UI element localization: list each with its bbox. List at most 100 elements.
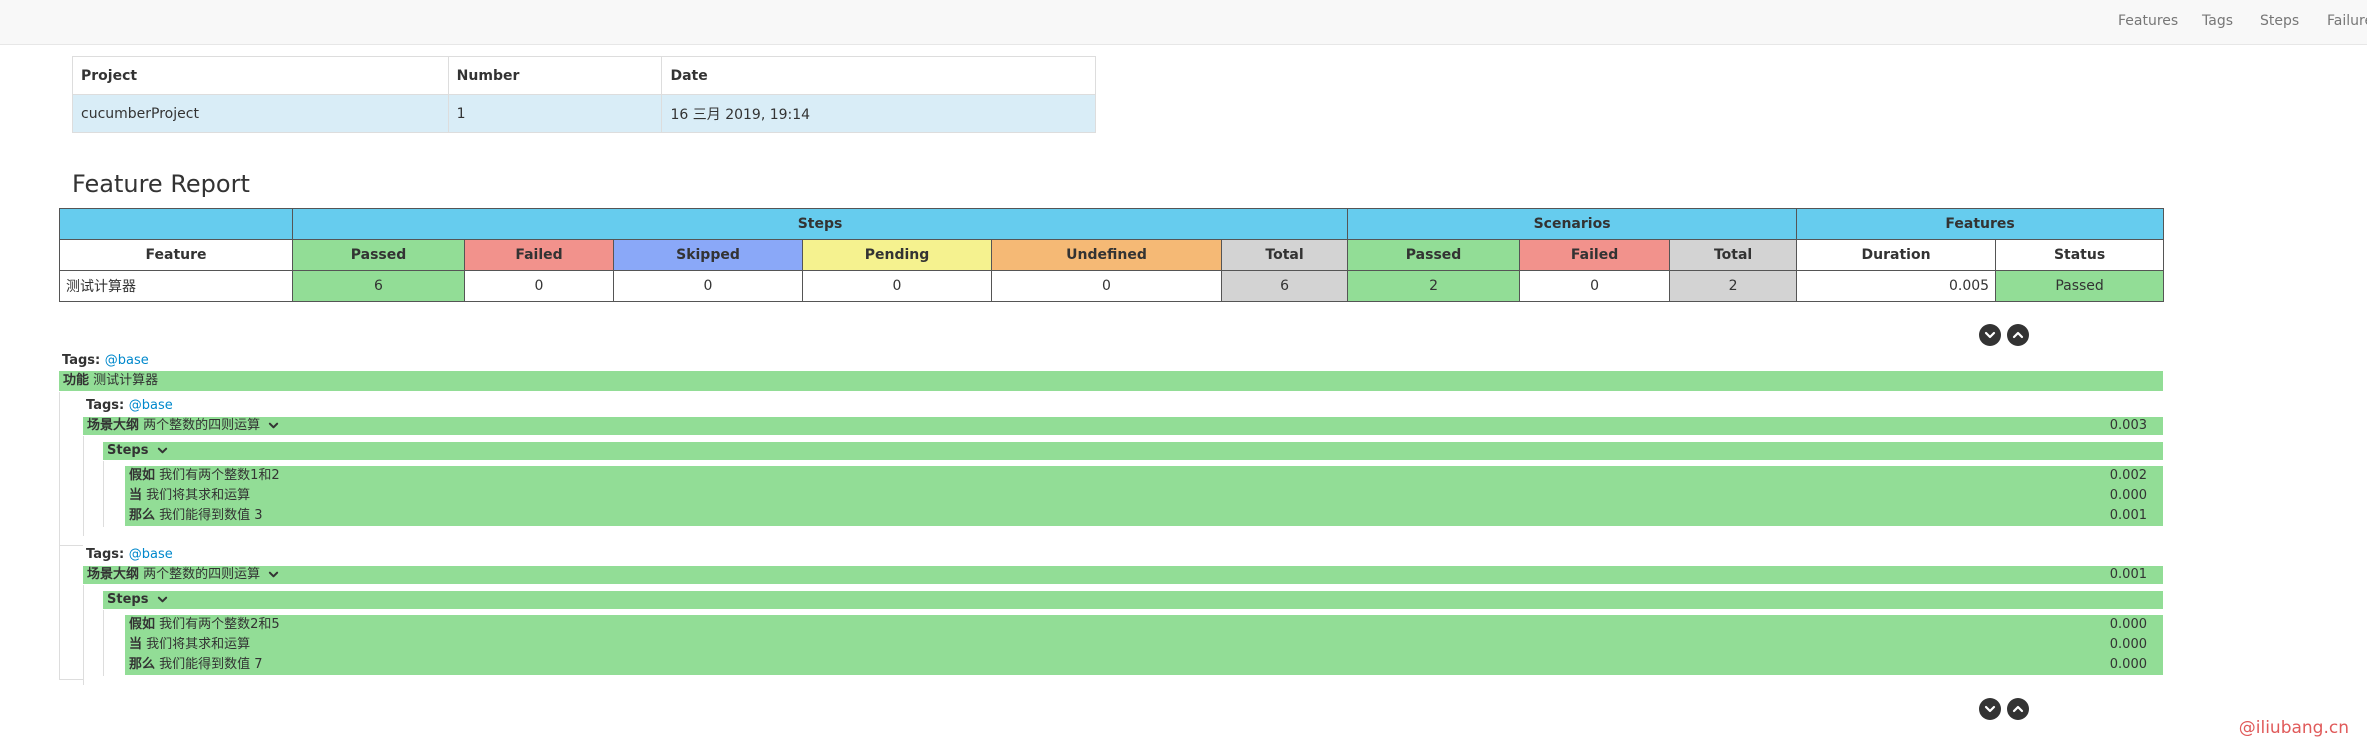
- build-date-cell: 16 三月 2019, 19:14: [661, 94, 1096, 133]
- col-scenarios-total[interactable]: Total: [1669, 239, 1798, 271]
- col-steps-failed[interactable]: Failed: [464, 239, 614, 271]
- step-text: 我们将其求和运算: [146, 637, 251, 652]
- scenario-indent-line: [83, 585, 84, 685]
- step-row[interactable]: 假如 我们有两个整数2和5 0.000: [125, 615, 2163, 635]
- feature-keyword: 功能: [63, 373, 90, 388]
- col-feature[interactable]: Feature: [59, 239, 293, 271]
- chevron-down-icon[interactable]: [157, 594, 168, 605]
- feature-name-link[interactable]: 测试计算器: [59, 270, 293, 302]
- tag-link[interactable]: @base: [128, 398, 173, 413]
- step-duration: 0.000: [2109, 617, 2147, 632]
- steps-label: Steps: [107, 592, 149, 607]
- tags-label: Tags:: [86, 398, 125, 413]
- expand-all-button[interactable]: [1979, 324, 2001, 346]
- scenario-name: 两个整数的四则运算: [143, 567, 261, 582]
- steps-list: 假如 我们有两个整数1和2 0.002 当 我们将其求和运算 0.000 那么 …: [125, 466, 2163, 526]
- table-row: 测试计算器 6 0 0 0 0 6 2 0 2 0.005 Passed: [59, 270, 2165, 302]
- tags-label: Tags:: [62, 353, 101, 368]
- col-steps-passed[interactable]: Passed: [292, 239, 465, 271]
- scenario-keyword: 场景大纲: [87, 418, 140, 433]
- col-steps-skipped[interactable]: Skipped: [613, 239, 803, 271]
- steps-failed-value: 0: [464, 270, 614, 302]
- steps-header-bar[interactable]: Steps: [103, 591, 2163, 609]
- number-header: Number: [447, 56, 663, 95]
- nav-link-steps[interactable]: Steps: [2260, 13, 2300, 29]
- step-text: 我们有两个整数1和2: [159, 468, 280, 483]
- col-scenarios-passed[interactable]: Passed: [1347, 239, 1521, 271]
- steps-pending-value: 0: [802, 270, 992, 302]
- tags-label: Tags:: [86, 547, 125, 562]
- chevron-up-icon: [2012, 331, 2024, 339]
- scenario-header-bar[interactable]: 场景大纲 两个整数的四则运算 0.003: [83, 417, 2163, 435]
- col-duration[interactable]: Duration: [1796, 239, 1997, 271]
- step-row[interactable]: 那么 我们能得到数值 3 0.001: [125, 506, 2163, 526]
- steps-group-header: Steps: [291, 208, 1349, 240]
- col-steps-pending[interactable]: Pending: [802, 239, 992, 271]
- scenario-tags: Tags: @base: [86, 547, 173, 562]
- top-navbar: Features Tags Steps Failures: [0, 0, 2367, 45]
- step-row[interactable]: 当 我们将其求和运算 0.000: [125, 486, 2163, 506]
- chevron-down-icon: [1984, 705, 1996, 713]
- watermark: @iliubang.cn: [2238, 718, 2349, 738]
- step-row[interactable]: 那么 我们能得到数值 7 0.000: [125, 655, 2163, 675]
- nav-link-tags[interactable]: Tags: [2202, 13, 2233, 29]
- status-badge: Passed: [1995, 270, 2165, 302]
- step-duration: 0.000: [2109, 657, 2147, 672]
- steps-undefined-value: 0: [991, 270, 1222, 302]
- expand-all-button[interactable]: [1979, 698, 2001, 720]
- step-row[interactable]: 假如 我们有两个整数1和2 0.002: [125, 466, 2163, 486]
- step-text: 我们能得到数值 7: [159, 657, 263, 672]
- step-row[interactable]: 当 我们将其求和运算 0.000: [125, 635, 2163, 655]
- feature-indent-tick: [59, 545, 83, 546]
- step-duration: 0.001: [2109, 508, 2147, 523]
- scenario-duration: 0.003: [2109, 418, 2147, 433]
- chevron-down-icon[interactable]: [268, 420, 279, 431]
- steps-skipped-value: 0: [613, 270, 803, 302]
- step-duration: 0.000: [2109, 637, 2147, 652]
- col-steps-undefined[interactable]: Undefined: [991, 239, 1222, 271]
- scenarios-group-header: Scenarios: [1347, 208, 1798, 240]
- step-keyword: 假如: [129, 617, 156, 632]
- feature-name: 测试计算器: [93, 373, 159, 388]
- steps-total-value: 6: [1220, 270, 1349, 302]
- step-keyword: 当: [129, 488, 143, 503]
- feature-stats-table: Steps Scenarios Features Feature Passed …: [59, 208, 2165, 302]
- scenarios-passed-value: 2: [1347, 270, 1521, 302]
- steps-indent-line: [103, 610, 104, 676]
- project-info-table: Project Number Date cucumberProject 1 16…: [72, 56, 1096, 133]
- step-keyword: 当: [129, 637, 143, 652]
- collapse-all-button[interactable]: [2007, 698, 2029, 720]
- scenario-duration: 0.001: [2109, 567, 2147, 582]
- chevron-down-icon[interactable]: [157, 445, 168, 456]
- step-keyword: 那么: [129, 657, 156, 672]
- nav-link-features[interactable]: Features: [2118, 13, 2179, 29]
- col-status[interactable]: Status: [1995, 239, 2165, 271]
- scenario-keyword: 场景大纲: [87, 567, 140, 582]
- chevron-down-icon[interactable]: [268, 569, 279, 580]
- steps-indent-line: [103, 461, 104, 527]
- tag-link[interactable]: @base: [104, 353, 149, 368]
- step-duration: 0.002: [2109, 468, 2147, 483]
- step-text: 我们能得到数值 3: [159, 508, 263, 523]
- nav-link-failures[interactable]: Failures: [2327, 13, 2367, 29]
- tag-link[interactable]: @base: [128, 547, 173, 562]
- collapse-all-button[interactable]: [2007, 324, 2029, 346]
- scenario-header-bar[interactable]: 场景大纲 两个整数的四则运算 0.001: [83, 566, 2163, 584]
- step-duration: 0.000: [2109, 488, 2147, 503]
- scenarios-failed-value: 0: [1519, 270, 1671, 302]
- step-text: 我们有两个整数2和5: [159, 617, 280, 632]
- feature-tags: Tags: @base: [62, 353, 149, 368]
- build-number-cell: 1: [447, 94, 663, 133]
- col-scenarios-failed[interactable]: Failed: [1519, 239, 1671, 271]
- features-group-header: Features: [1796, 208, 2165, 240]
- scenario-tags: Tags: @base: [86, 398, 173, 413]
- step-keyword: 那么: [129, 508, 156, 523]
- steps-label: Steps: [107, 443, 149, 458]
- project-name-cell: cucumberProject: [72, 94, 449, 133]
- feature-indent-line: [59, 392, 60, 679]
- chevron-up-icon: [2012, 705, 2024, 713]
- col-steps-total[interactable]: Total: [1220, 239, 1349, 271]
- steps-passed-value: 6: [292, 270, 465, 302]
- step-keyword: 假如: [129, 468, 156, 483]
- steps-header-bar[interactable]: Steps: [103, 442, 2163, 460]
